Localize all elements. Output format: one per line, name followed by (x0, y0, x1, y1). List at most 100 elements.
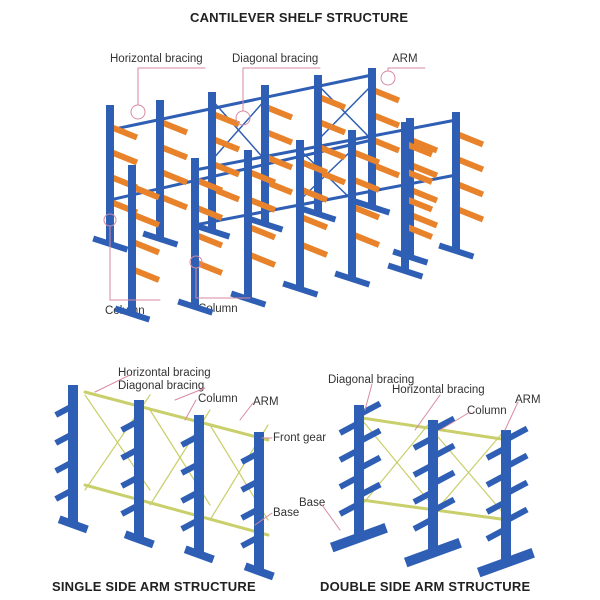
single-base (183, 545, 215, 564)
top-diagonal-bracing-label: Diagonal bracing (232, 53, 319, 65)
double-leader (364, 383, 373, 411)
top-front-column-arm (353, 232, 381, 248)
top-front-column-arm (301, 215, 329, 231)
top-back-column-arm (373, 138, 401, 154)
single-horizontal-bracing (83, 483, 270, 537)
double-arm-right (506, 452, 529, 469)
single-leader (94, 374, 131, 393)
top-back-column-arm (266, 104, 294, 121)
double-arm-right (433, 496, 456, 513)
double-leader (321, 504, 341, 531)
top-back-column-base (438, 242, 475, 260)
top-diagonal-bracing (211, 99, 266, 161)
top-front-column (401, 122, 409, 272)
single-column (194, 415, 204, 555)
top-front-column-arm (353, 177, 381, 193)
top-back-column-arm (411, 163, 439, 179)
top-front-column-arm (353, 150, 381, 166)
top-back-column-arm (457, 182, 485, 198)
top-front-column-arm (196, 260, 224, 276)
top-front-column (244, 150, 252, 300)
top-back-column (452, 112, 460, 252)
top-back-column-arm (457, 207, 485, 223)
top-back-column-arm (457, 157, 485, 173)
top-front-column-base (230, 290, 267, 308)
top-back-column (106, 105, 114, 245)
double-base (476, 548, 535, 578)
top-front-column-arm (301, 160, 329, 176)
double-arm-label: ARM (515, 394, 541, 406)
top-arm-marker (380, 70, 396, 86)
top-back-column-arm (373, 112, 401, 129)
single-side-title: SINGLE SIDE ARM STRUCTURE (52, 579, 256, 594)
double-horizontal-bracing-label: Horizontal bracing (392, 384, 485, 396)
top-horizontal-bracing-marker (130, 104, 146, 120)
top-front-column-arm (196, 233, 224, 249)
double-base (329, 523, 388, 553)
single-column (134, 400, 144, 540)
double-arm-right (359, 454, 382, 471)
top-back-column-arm (411, 188, 439, 204)
double-column-label: Column (467, 405, 507, 417)
top-back-column-arm (319, 145, 347, 161)
top-back-column (368, 68, 376, 208)
double-base (403, 538, 462, 568)
top-back-column-arm (319, 120, 347, 136)
top-horizontal-bracing-label: Horizontal bracing (110, 53, 203, 65)
double-arm-right (433, 469, 456, 486)
top-back-column-arm (457, 132, 485, 148)
top-diagonal-bracing (317, 84, 373, 141)
top-back-column (156, 100, 164, 240)
top-diagonal-bracing-marker (235, 110, 251, 126)
top-back-column-arm (411, 138, 439, 154)
single-base-label: Base (273, 507, 300, 519)
top-front-column-arm (133, 185, 161, 201)
top-back-column (314, 75, 322, 215)
double-diagonal-bracing (431, 429, 506, 516)
single-arm-label: ARM (253, 396, 279, 408)
top-back-column-base (247, 215, 284, 233)
top-front-column-arm (406, 169, 434, 185)
top-back-column-arm (161, 195, 189, 211)
single-base (57, 515, 89, 534)
double-diagonal-bracing-label: Diagonal bracing (328, 374, 415, 386)
top-front-column-arm (133, 212, 161, 228)
top-back-column-arm (111, 124, 139, 141)
top-front-column-base (334, 270, 371, 288)
double-arm-right (506, 506, 529, 523)
double-arm-right (506, 425, 529, 442)
top-back-column-arm (411, 213, 439, 229)
top-back-column-arm (213, 111, 241, 128)
top-front-column-arm (249, 197, 277, 213)
double-side-title: DOUBLE SIDE ARM STRUCTURE (320, 579, 531, 594)
top-front-column-arm (353, 205, 381, 221)
double-leader (414, 394, 441, 431)
single-column (68, 385, 78, 525)
top-front-column-arm (196, 178, 224, 194)
top-back-column-arm (111, 150, 139, 166)
top-front-column-base (282, 280, 319, 298)
top-front-column-arm (133, 267, 161, 283)
top-front-column-arm (301, 242, 329, 258)
top-front-column-base (387, 262, 424, 280)
top-back-column-arm (373, 88, 401, 104)
top-back-column (261, 85, 269, 225)
top-front-column (191, 158, 199, 308)
single-column-label: Column (198, 393, 238, 405)
top-back-column-arm (213, 137, 241, 153)
single-horizontal-bracing-label: Horizontal bracing (118, 367, 211, 379)
main-title: CANTILEVER SHELF STRUCTURE (190, 10, 409, 25)
top-front-column-base (114, 305, 151, 323)
top-front-column-arm (249, 252, 277, 268)
top-front-column-arm (249, 225, 277, 241)
double-arm-right (433, 442, 456, 459)
top-back-column-base (300, 205, 337, 223)
top-horizontal-bracing (108, 73, 374, 132)
top-front-column-arm (406, 197, 434, 213)
double-leader (504, 401, 519, 431)
double-arm-right (433, 415, 456, 432)
top-front-column-arm (249, 170, 277, 186)
single-base (243, 562, 275, 581)
single-horizontal-bracing (83, 390, 270, 442)
